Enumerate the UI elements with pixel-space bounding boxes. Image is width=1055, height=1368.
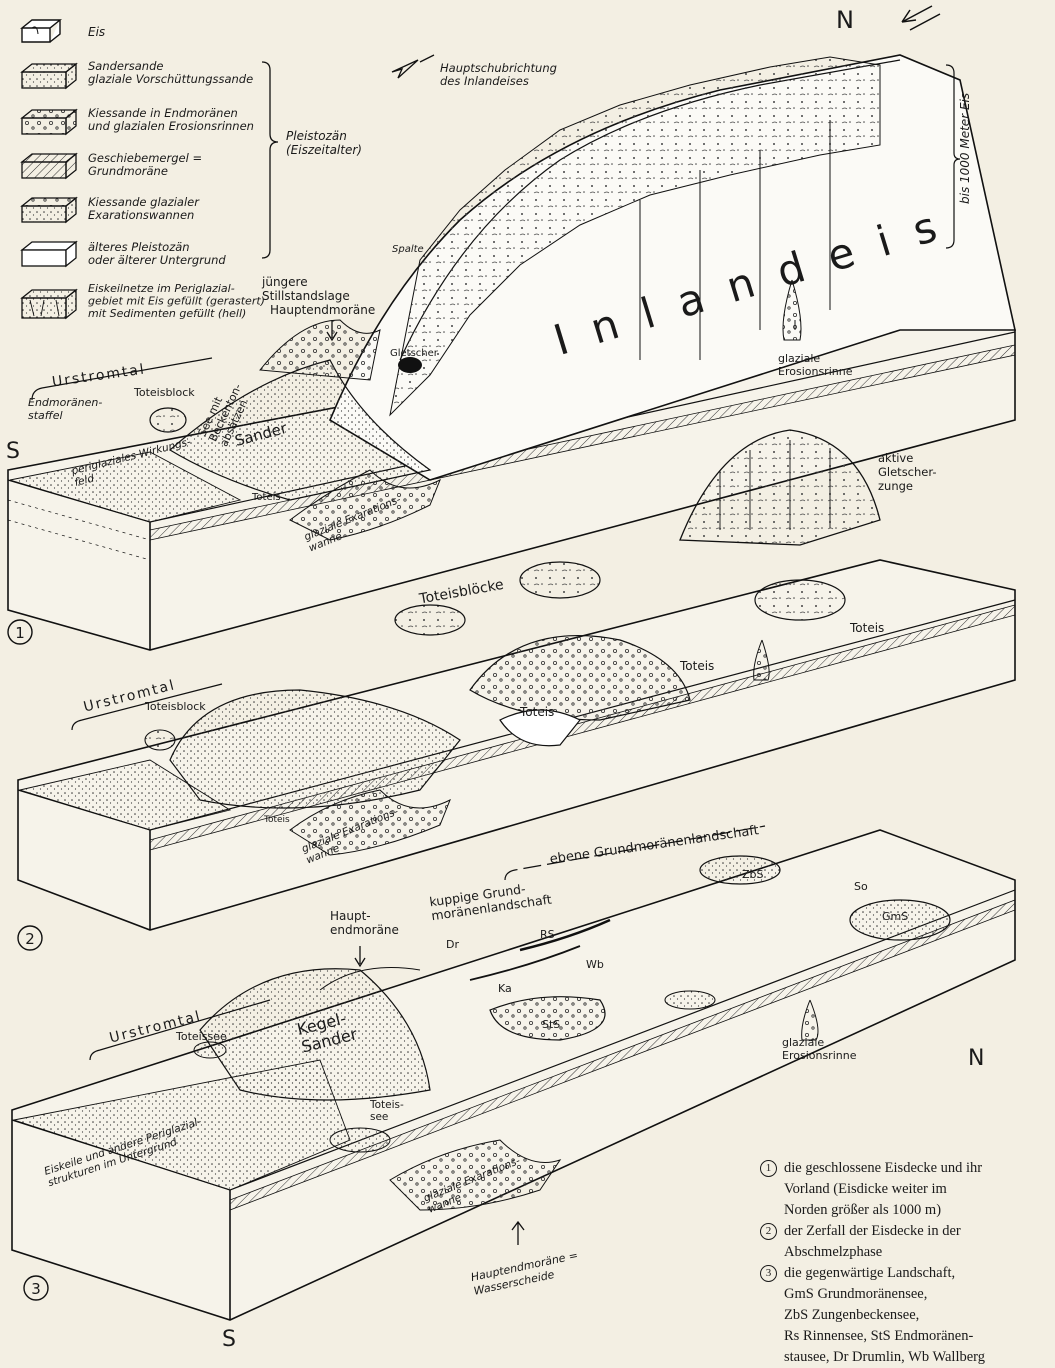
- toteisblock-label-1: Toteisblock: [133, 386, 195, 399]
- urstromtal-label-1: Urstromtal: [51, 361, 147, 390]
- north-arrow-icon: [902, 6, 940, 30]
- sts-label: StS: [542, 1018, 560, 1031]
- caption-text-3: die gegenwärtige Landschaft, GmS Grundmo…: [784, 1263, 985, 1368]
- legend-swatch-untergrund: [22, 242, 76, 266]
- thickness-label: bis 1000 Meter Eis: [958, 93, 972, 204]
- kuppige-label: kuppige Grund-moränenlandschaft: [428, 878, 552, 924]
- wasserscheide-label: Hauptendmoräne =Wasserscheide: [470, 1249, 582, 1298]
- legend-swatch-eiskeilnetze: [22, 290, 76, 318]
- panel-1-block: [8, 55, 1015, 650]
- north-label-3: N: [968, 1046, 984, 1071]
- zbs-label: ZbS: [742, 868, 764, 881]
- north-label-top: N: [836, 6, 854, 34]
- haupt-label-3: Haupt-endmoräne: [330, 909, 399, 937]
- south-label-1: S: [6, 439, 20, 464]
- caption: 1 die geschlossene Eisdecke und ihr Vorl…: [760, 1158, 1050, 1368]
- legend-swatch-eis: [22, 20, 60, 42]
- toteis-label-2b: Toteis: [679, 659, 714, 673]
- endmoraenen-label: Endmoränen-staffel: [28, 396, 102, 422]
- toteisblock-label-2: Toteisblock: [144, 700, 206, 713]
- panel-1-number: 1: [15, 624, 25, 642]
- caption-item-2: 2 der Zerfall der Eisdecke in der Abschm…: [760, 1221, 1050, 1263]
- gletscher-label: Gletscher: [390, 348, 439, 359]
- caption-number-3: 3: [760, 1265, 777, 1282]
- wb-label: Wb: [586, 958, 604, 971]
- caption-item-3: 3 die gegenwärtige Landschaft, GmS Grund…: [760, 1263, 1050, 1368]
- toteis-label-1: Toteis: [251, 492, 281, 503]
- legend-swatch-sandersande: [22, 64, 76, 88]
- panel-2-number: 2: [25, 930, 35, 948]
- caption-item-1: 1 die geschlossene Eisdecke und ihr Vorl…: [760, 1158, 1050, 1221]
- spalte-label: Spalte: [392, 244, 424, 255]
- schub-arrow-icon: [392, 55, 434, 78]
- caption-number-2: 2: [760, 1223, 777, 1240]
- so-label: So: [854, 880, 868, 893]
- legend-swatch-kiessande: [22, 110, 76, 134]
- legend-swatch-geschiebemergel: [22, 154, 76, 178]
- toteissee-label: Toteissee: [175, 1030, 227, 1043]
- pleistozan-brace: [262, 62, 278, 258]
- hauptend-label-1: Hauptendmoräne: [270, 303, 375, 317]
- toteis-label-2c: Toteis: [519, 705, 554, 719]
- toteis-label-2d: Toteis: [263, 815, 290, 825]
- svg-text:Eis: Eis: [88, 25, 105, 39]
- caption-number-1: 1: [760, 1160, 777, 1177]
- gms-label: GmS: [882, 910, 908, 923]
- legend-text-eis: Eis: [88, 25, 105, 39]
- caption-text-2: der Zerfall der Eisdecke in der Abschmel…: [784, 1221, 961, 1263]
- toteis-label-2a: Toteis: [849, 621, 884, 635]
- toteisbloecke-label: Toteisblöcke: [417, 577, 505, 608]
- south-label-3: S: [222, 1327, 236, 1352]
- dr-label: Dr: [446, 938, 459, 951]
- rs-label: RS: [540, 928, 555, 941]
- pleistozan-label: Pleistozän(Eiszeitalter): [286, 129, 362, 157]
- caption-text-1: die geschlossene Eisdecke und ihr Vorlan…: [784, 1158, 982, 1221]
- panel-3-number: 3: [31, 1280, 41, 1298]
- legend-text-geschiebemergel: Geschiebemergel =Grundmoräne: [88, 151, 202, 178]
- legend-text-eiskeilnetze: Eiskeilnetze im Periglazial-gebiet mit E…: [88, 282, 265, 320]
- legend-swatch-exarationswannen: [22, 198, 76, 222]
- ka-label: Ka: [498, 982, 512, 995]
